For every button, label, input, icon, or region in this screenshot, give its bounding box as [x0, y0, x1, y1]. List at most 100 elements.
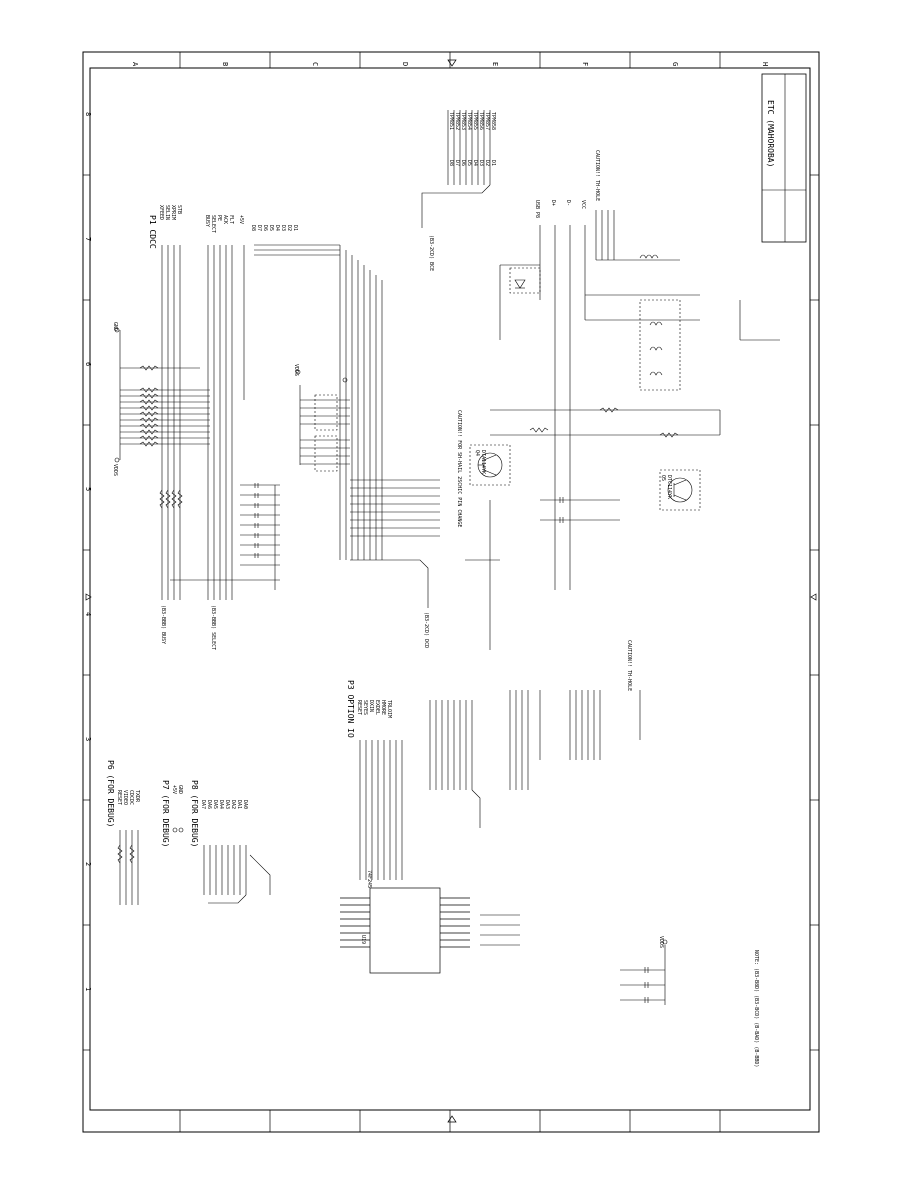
p1-pin-d3: D3	[280, 225, 286, 231]
zone-col-d: D	[401, 62, 409, 66]
zone-row-2: 7	[84, 237, 92, 241]
p6-pin-reset: RESET	[116, 790, 122, 805]
transistor-section	[465, 407, 721, 650]
p8-pin-da3: DA3	[224, 800, 230, 809]
p8-pin-da0: DA0	[242, 800, 248, 809]
zone-row-3: 6	[84, 362, 92, 366]
p8-pin-da4: DA4	[218, 800, 224, 809]
p1-pin-d6: D6	[262, 225, 268, 231]
zone-row-1: 8	[84, 112, 92, 116]
tp-8: TPM858	[490, 112, 496, 130]
vdd-label-2: VDDS	[293, 364, 299, 376]
bus-d7: D7	[454, 160, 460, 166]
p1-pin-d4: D4	[274, 225, 280, 231]
p3-label: P3 OPTION IO	[346, 680, 355, 738]
p1-pin-xprim: XPRIM	[170, 205, 176, 220]
q5-ref: Q5	[660, 475, 666, 481]
zone-col-c: C	[311, 62, 319, 66]
u19-ref: U19	[360, 935, 366, 944]
p8-pin-da6: DA6	[206, 800, 212, 809]
p7-pin-5v: +5V	[171, 785, 177, 794]
p3-pin-exdel: EXDEL	[374, 700, 380, 715]
p3-wires	[359, 690, 641, 946]
p1-pin-pe: PE	[216, 215, 222, 221]
p8-pin-da7: DA7	[200, 800, 206, 809]
zone-row-5: 4	[84, 612, 92, 616]
p1-pin-busy: BUSY	[204, 215, 210, 227]
usb-label: USB P8	[534, 200, 540, 218]
u19-ic	[340, 887, 470, 974]
u19-part: 74F245	[366, 870, 372, 888]
p1-pin-d2: D2	[286, 225, 292, 231]
tp-6: TPM856	[478, 112, 484, 130]
p1-pin-flt: FLT	[228, 215, 234, 224]
q5-part: DTC114YK	[666, 475, 672, 499]
p1-pin-d5: D5	[268, 225, 274, 231]
zone-col-a: A	[131, 62, 139, 67]
footnote: NOTE: (B3-B8D) (B3-BCD) (B-BAD) (B-BBD)	[753, 950, 759, 1067]
p3-pin-reset: RESET	[356, 700, 362, 715]
series-resistors	[159, 484, 280, 590]
decoupling-caps	[620, 939, 668, 1005]
zone-row-4: 5	[84, 487, 92, 491]
p8-pin-da2: DA2	[230, 800, 236, 809]
p3-connector: P3 OPTION IO RESET SEYES DXIN EXDEL HMOR…	[346, 680, 392, 738]
usb-pin-dp: D+	[550, 200, 556, 206]
p6-pin-txdr: TXDR	[134, 790, 140, 803]
p6-pin-cdcdc: CDCDC	[128, 790, 134, 805]
q4-part: DTA114YK	[480, 450, 486, 474]
usb-section	[499, 210, 780, 430]
caution-1: CAUTION!! TH-HOLE	[594, 150, 600, 201]
bus-d5: D5	[466, 160, 472, 166]
outer-border	[82, 51, 820, 1133]
p1-pin-5v: +5V	[238, 215, 244, 224]
bus-d3: D3	[478, 160, 484, 166]
p7-label: P7 (FOR DEBUG)	[161, 780, 170, 847]
p3-pin-trloim: TRLOIM	[386, 700, 392, 718]
net-label-select: (B3-BBB) SELECT	[210, 605, 216, 650]
p1-label: P1 CDCC	[148, 215, 157, 249]
tp-4: TPM854	[466, 112, 472, 130]
p8-pin-da1: DA1	[236, 800, 242, 809]
p1-connector: P1 CDCC XFEED SELIN XPRIM STB BUSY SELEC…	[148, 205, 298, 249]
center-mark-right	[810, 593, 817, 601]
zone-row-8: 1	[84, 987, 92, 991]
bus-lines-right	[350, 479, 440, 608]
p8-label: P8 (FOR DEBUG)	[190, 780, 199, 847]
usb-pin-vcc: VCC	[580, 200, 586, 209]
zone-col-b: B	[221, 62, 229, 66]
debug-connectors: P6 (FOR DEBUG) RESET VIDEO CDCDC TXDR P7…	[106, 760, 248, 847]
p1-wires	[161, 244, 383, 600]
tp-2: TPM852	[454, 112, 460, 130]
p1-pin-select: SELECT	[210, 215, 216, 233]
title-text: ETC (MAHOROBA)	[766, 100, 775, 167]
pullup-network	[114, 327, 210, 463]
bus-resistor-array	[295, 369, 350, 472]
bus-d8: D8	[448, 160, 454, 166]
caution-2: CAUTION!! FOR SH-HAIL 2SCHIC PIN CHANGE	[456, 410, 462, 527]
p1-pin-xfeed: XFEED	[158, 205, 164, 220]
debug-wires	[117, 827, 271, 905]
p1-pin-selin: SELIN	[164, 205, 170, 220]
tp-1: TPM851	[448, 112, 454, 130]
top-bus	[421, 110, 491, 228]
p1-caps	[254, 483, 259, 558]
p7-pin-gnd: GND	[177, 785, 183, 794]
p1-pin-ack: ACK	[222, 215, 228, 224]
gnd-label-1: GND	[112, 322, 118, 331]
tp-3: TPM853	[460, 112, 466, 130]
center-mark-left	[85, 593, 92, 601]
p6-pin-video: VIDEO	[122, 790, 128, 805]
zone-row-6: 3	[84, 737, 92, 741]
title-block: ETC (MAHOROBA)	[761, 73, 807, 243]
top-bus-labels: D8 D7 D6 D5 D4 D3 D2 D1 TPM851 TPM852 TP…	[448, 112, 496, 166]
tp-5: TPM855	[472, 112, 478, 130]
p1-pin-stb: STB	[176, 205, 182, 214]
p1-pin-d7: D7	[256, 225, 262, 231]
zone-col-h: H	[761, 62, 769, 66]
vdd-label-3: VDDS	[658, 936, 664, 948]
zone-col-f: F	[581, 62, 589, 66]
bus-d4: D4	[472, 160, 478, 166]
